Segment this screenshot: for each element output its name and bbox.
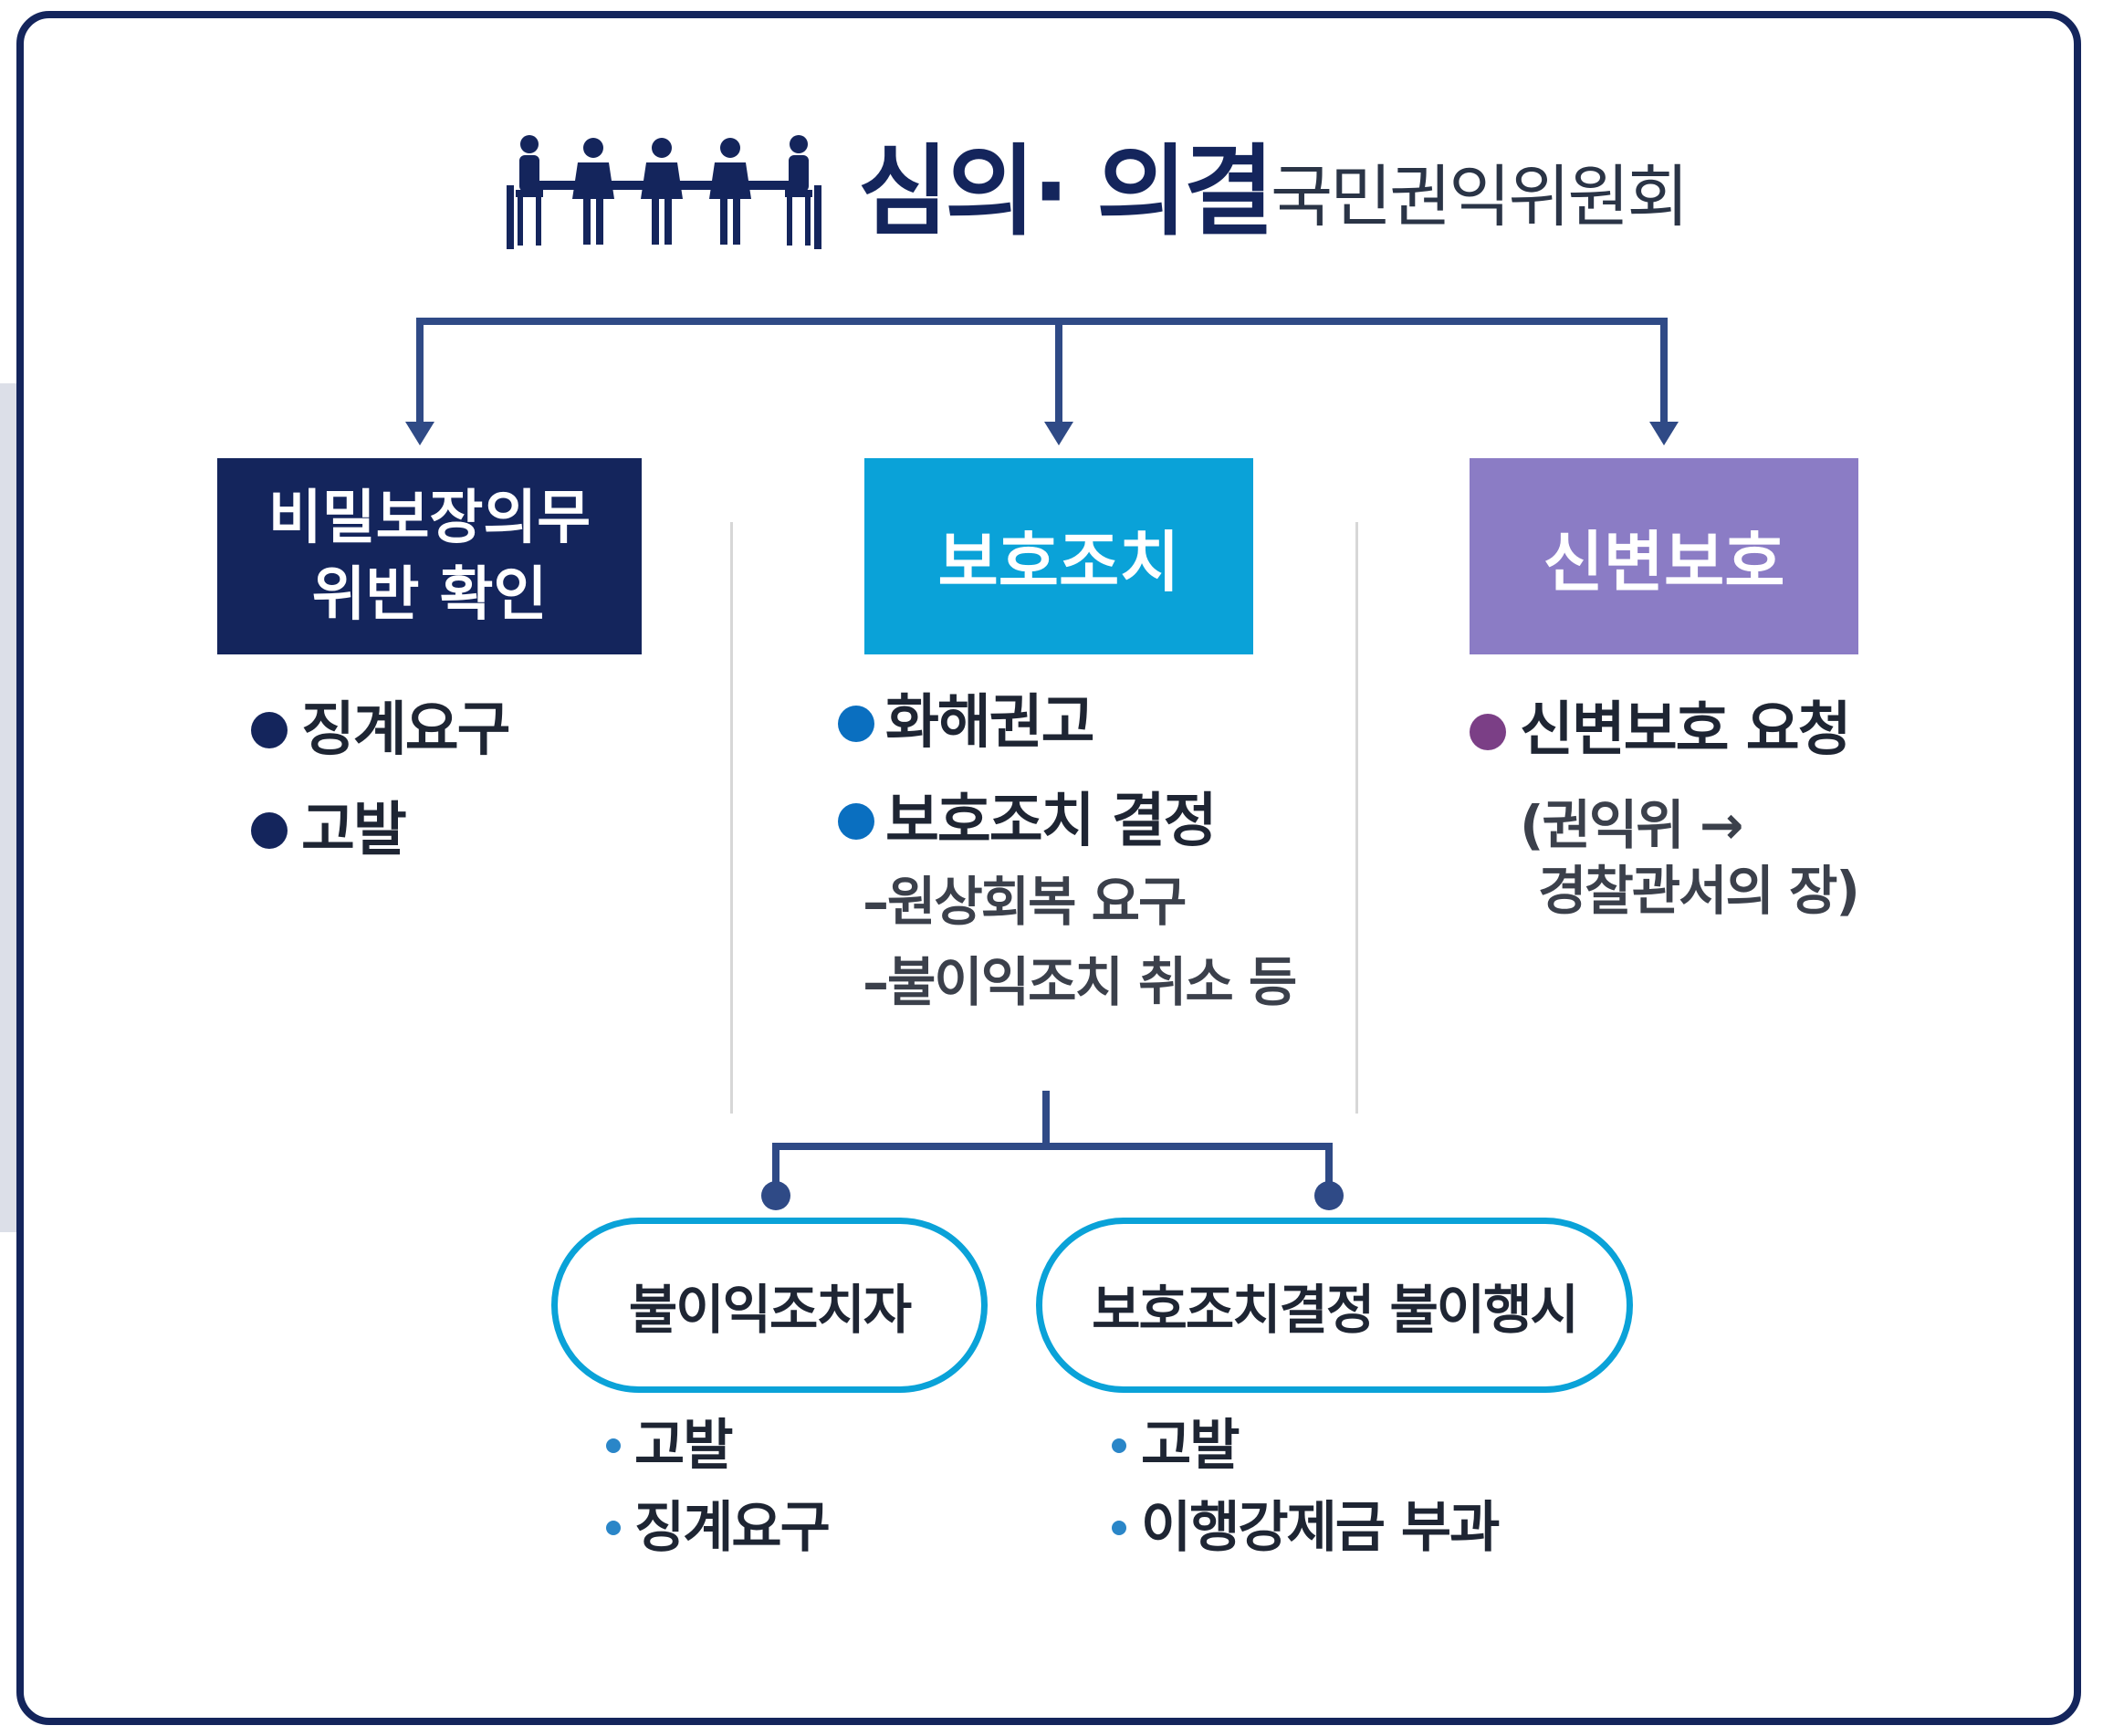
bullet-dot <box>1470 714 1506 750</box>
note-line: (권익위 → <box>1520 794 1743 856</box>
column-divider-left <box>730 522 733 1114</box>
bullet-dot <box>606 1438 621 1453</box>
box-confidentiality-violation: 비밀보장의무 위반 확인 <box>217 458 642 654</box>
box-3-label: 신변보호 <box>1543 524 1785 601</box>
pill-right-label: 보호조치결정 불이행시 <box>1092 1279 1579 1341</box>
bullet-dot <box>1112 1438 1126 1453</box>
bullet-dot <box>251 812 288 849</box>
list-item: 이행강제금 부과 <box>1141 1496 1500 1560</box>
pill-left-label: 불이익조치자 <box>628 1279 912 1341</box>
top-branch-line <box>416 318 1668 427</box>
sub-item: –불이익조치 취소 등 <box>863 951 1297 1013</box>
column-divider-right <box>1355 522 1358 1114</box>
page-title: 심의· 의결 <box>858 135 1274 249</box>
list-item: 고발 <box>634 1414 733 1478</box>
list-item: 신변보호 요청 <box>1520 696 1852 764</box>
arrow-right <box>1649 422 1679 445</box>
list-item: 고발 <box>301 797 407 864</box>
box-1-line-1: 비밀보장의무 <box>267 484 591 552</box>
pill-noncompliance: 보호조치결정 불이행시 <box>1036 1218 1633 1393</box>
bullet-dot <box>1112 1521 1126 1535</box>
box-1-line-2: 위반 확인 <box>311 560 548 629</box>
list-item: 보호조치 결정 <box>885 788 1218 855</box>
meeting-people-icon <box>507 135 821 249</box>
list-item: 징계요구 <box>301 696 511 764</box>
note-line: 경찰관서의 장) <box>1538 860 1860 922</box>
bullet-dot <box>251 712 288 748</box>
bottom-branch-line <box>772 1091 1333 1187</box>
sub-item: –원상회복 요구 <box>863 871 1187 933</box>
bullet-dot <box>838 706 874 742</box>
pill-disadvantage-actor: 불이익조치자 <box>551 1218 988 1393</box>
bullet-dot <box>606 1521 621 1535</box>
connector-dot-right <box>1314 1181 1344 1210</box>
organization-name: 국민권익위원회 <box>1271 158 1690 236</box>
list-item: 징계요구 <box>634 1496 831 1560</box>
arrow-center <box>1044 422 1073 445</box>
box-personal-protection: 신변보호 <box>1470 458 1858 654</box>
connector-dot-left <box>761 1181 790 1210</box>
diagram-frame <box>16 11 2081 1725</box>
list-item: 화해권고 <box>885 689 1095 757</box>
box-2-label: 보호조치 <box>937 524 1180 601</box>
list-item: 고발 <box>1141 1414 1240 1478</box>
box-protection-measures: 보호조치 <box>864 458 1253 654</box>
bullet-dot <box>838 803 874 840</box>
header: 심의· 의결 국민권익위원회 <box>0 128 2103 265</box>
arrow-left <box>405 422 434 445</box>
